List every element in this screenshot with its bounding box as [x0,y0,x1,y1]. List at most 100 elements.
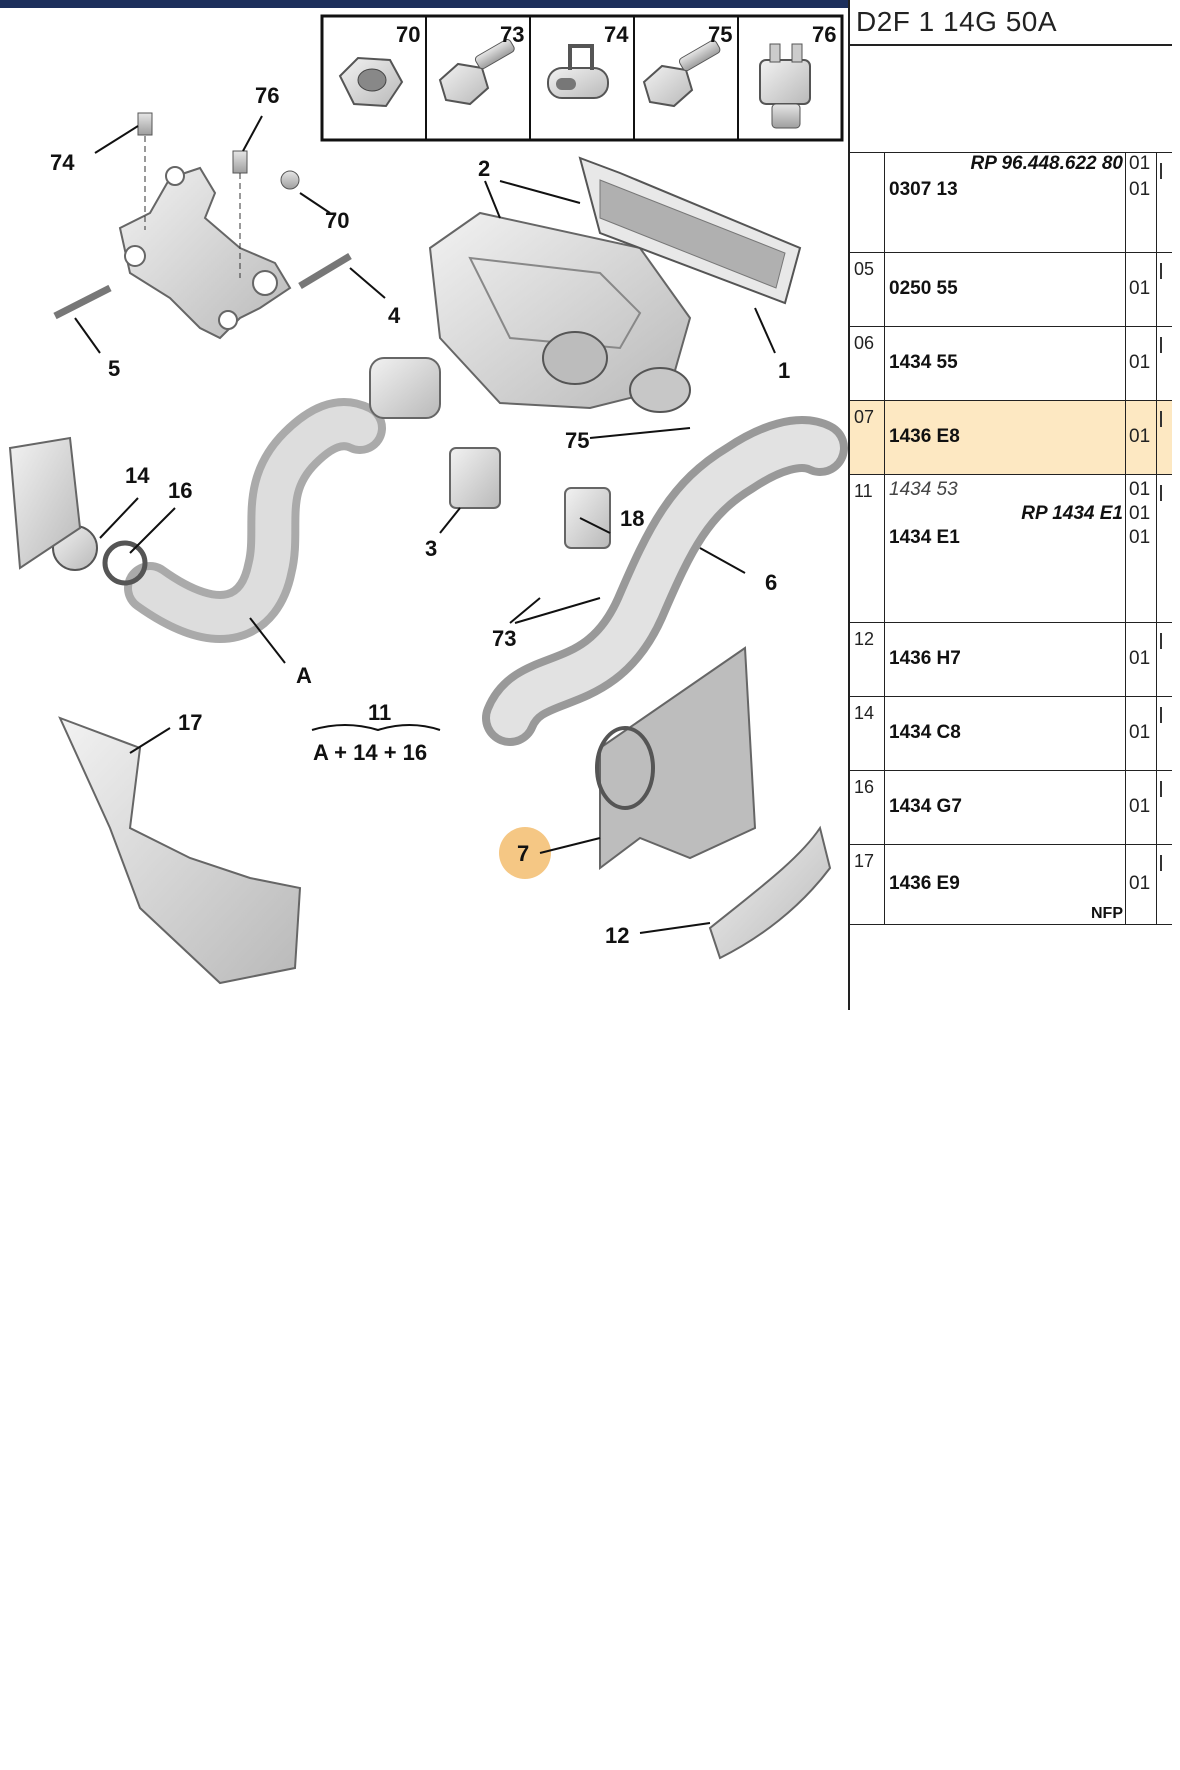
quantity: 01 [1129,722,1151,743]
callout-73[interactable]: 73 [492,626,516,651]
parts-row[interactable]: 06 1434 55 01 [850,327,1172,401]
parts-catalog-page: 74 76 70 2 1 4 5 75 6 3 18 73 14 16 A 11… [0,0,1180,1010]
extra-cell [1157,327,1172,400]
extra-cell [1157,475,1172,622]
quantity-cell: 01 [1126,845,1157,924]
part-number[interactable]: 0307 13 [889,179,958,200]
callout-3[interactable]: 3 [425,536,437,561]
callout-A[interactable]: A [296,663,312,688]
part-number-cell: 1434 G7 [885,771,1126,844]
part-number-cell: 1436 E8 [885,401,1126,474]
callout-11[interactable]: 11 [368,700,391,725]
callout-16[interactable]: 16 [168,478,192,503]
callout-7[interactable]: 7 [517,841,529,866]
part-number-cell: RP 96.448.622 80 0307 13 [885,153,1126,252]
air-scoop-12 [708,825,832,960]
kit-brace [311,724,441,732]
extra-cell [1157,401,1172,474]
extra-cell [1157,697,1172,770]
clip-icon [547,44,609,99]
ref-cell: 12 [850,623,885,696]
part-number[interactable]: 1434 E1 [889,527,960,548]
column-mark [1160,337,1162,353]
deflector-panel-7 [595,646,757,870]
callout-2[interactable]: 2 [478,156,490,181]
engine-bracket [53,112,352,340]
quantity-cell: 01 [1126,771,1157,844]
quantity-cell: 01 [1126,623,1157,696]
callout-75[interactable]: 75 [565,428,589,453]
ref-number: 07 [854,407,875,427]
callout-1[interactable]: 1 [778,358,790,383]
callout-18[interactable]: 18 [620,506,644,531]
parts-row[interactable]: 14 1434 C8 01 [850,697,1172,771]
callout-74[interactable]: 74 [50,150,75,175]
ref-number: 17 [854,851,875,871]
part-note: NFP [1091,905,1123,922]
part-number[interactable]: 1436 H7 [889,648,961,669]
column-mark [1160,411,1162,427]
callout-17[interactable]: 17 [178,710,202,735]
part-number-cell: 1436 E9 NFP [885,845,1126,924]
ref-cell: 17 [850,845,885,924]
replacement-part-number[interactable]: RP 1434 E1 [1021,503,1123,524]
panel-divider [848,0,850,1010]
ref-cell [850,153,885,252]
quantity: 01 [1129,179,1151,200]
extra-cell [1157,771,1172,844]
callout-70[interactable]: 70 [325,208,349,233]
ref-number: 16 [854,777,875,797]
callout-12[interactable]: 12 [605,923,629,948]
quantity: 01 [1129,352,1151,373]
callout-5[interactable]: 5 [108,356,120,381]
callout-4[interactable]: 4 [388,303,401,328]
parts-row[interactable]: 07 1436 E8 01 [850,401,1172,475]
part-number[interactable]: 1434 55 [889,352,958,373]
extra-cell [1157,845,1172,924]
extra-cell [1157,153,1172,252]
parts-row[interactable]: 16 1434 G7 01 [850,771,1172,845]
extra-cell [1157,623,1172,696]
quantity: 01 [1129,278,1151,299]
part-number[interactable]: 1434 G7 [889,796,962,817]
callout-6[interactable]: 6 [765,570,777,595]
quantity: 01 [1129,503,1151,524]
extra-cell [1157,253,1172,326]
part-number-cell: 1434 C8 [885,697,1126,770]
hardware-label-70: 70 [396,22,420,47]
part-number-cell: 0250 55 [885,253,1126,326]
fastener-clip-icon [759,43,811,129]
ref-cell: 07 [850,401,885,474]
ref-cell: 16 [850,771,885,844]
column-mark [1160,163,1162,179]
quantity-cell: 01 [1126,327,1157,400]
part-number-cell: 1434 55 [885,327,1126,400]
quantity-cell: 01 [1126,697,1157,770]
quantity: 01 [1129,426,1151,447]
hardware-label-75: 75 [708,22,732,47]
callout-14[interactable]: 14 [125,463,150,488]
parts-row[interactable]: 12 1436 H7 01 [850,623,1172,697]
quantity: 01 [1129,153,1151,174]
nut-icon [338,56,404,108]
part-number[interactable]: 1434 C8 [889,722,961,743]
ref-number: 06 [854,333,875,353]
replacement-part-number[interactable]: RP 96.448.622 80 [970,153,1123,174]
part-number[interactable]: 1436 E8 [889,426,960,447]
parts-row[interactable]: 05 0250 55 01 [850,253,1172,327]
column-mark [1160,263,1162,279]
part-number[interactable]: 1434 53 [889,479,958,500]
ref-number: 05 [854,259,875,279]
callout-76[interactable]: 76 [255,83,279,108]
ref-number: 12 [854,629,875,649]
ref-number: 11 [854,481,873,501]
part-number[interactable]: 1436 E9 [889,873,960,894]
ref-number: 14 [854,703,875,723]
part-number[interactable]: 0250 55 [889,278,958,299]
